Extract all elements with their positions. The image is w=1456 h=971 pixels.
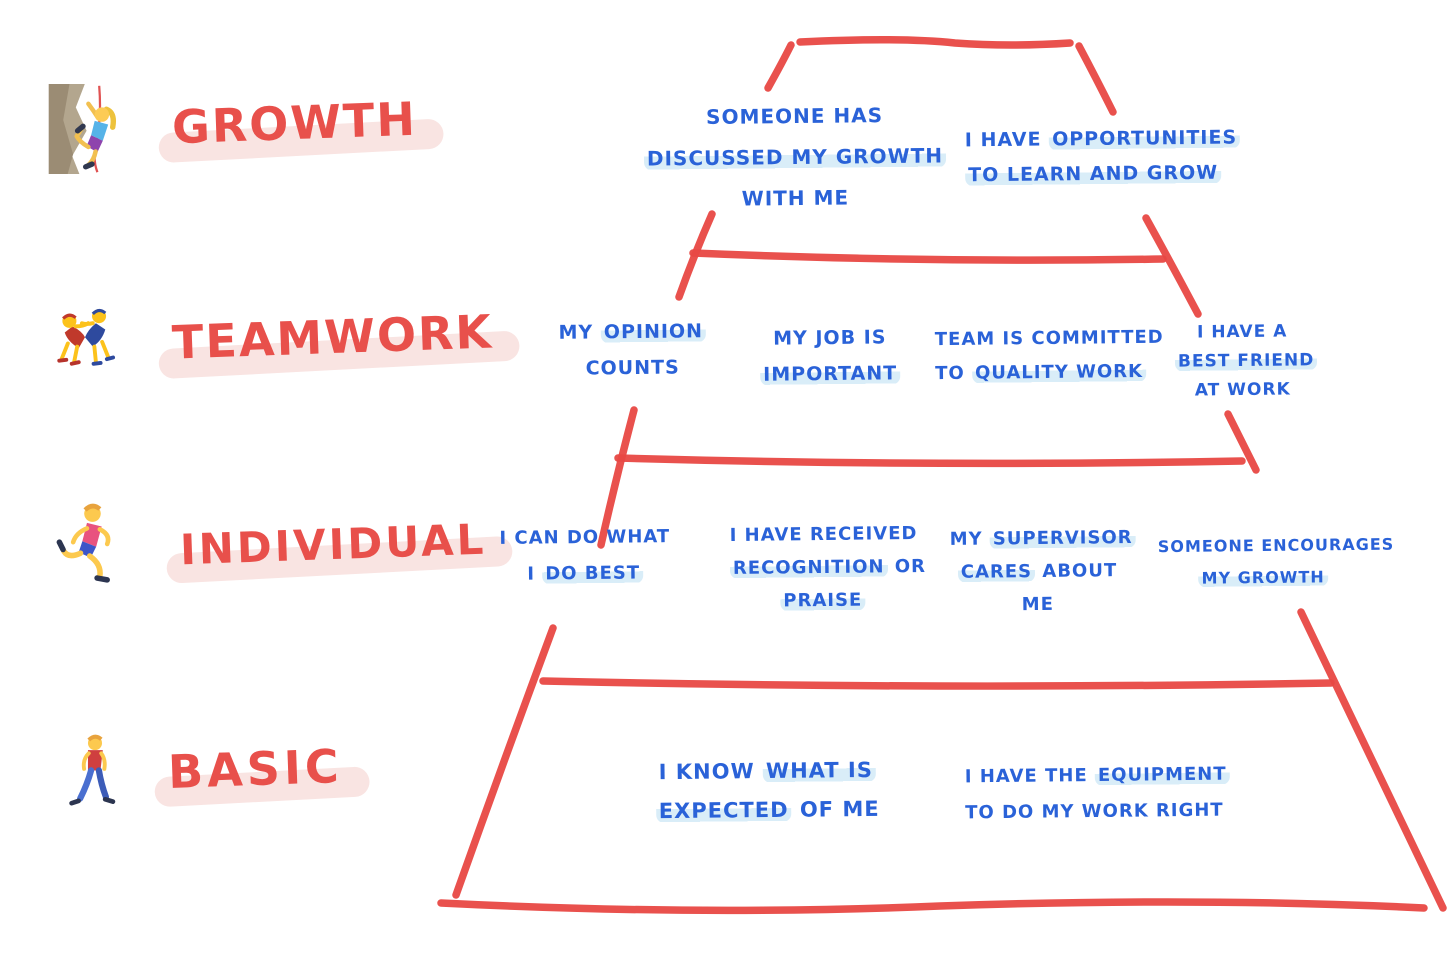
statement-text-segment: I HAVE A — [1196, 321, 1288, 343]
statement-text-segment: I — [527, 563, 543, 585]
statement-text-segment: CARES — [957, 561, 1036, 583]
level-label-individual: INDIVIDUAL — [165, 515, 514, 584]
statement-text-segment: AT WORK — [1194, 379, 1291, 401]
statement-basic-equipment: I HAVE THE EQUIPMENT TO DO MY WORK RIGHT — [964, 757, 1230, 832]
pyramid-left-edge-teamwork — [675, 210, 716, 301]
statement-text-segment: MY — [558, 321, 601, 344]
statement-teamwork-opinion: MY OPINION COUNTS — [555, 313, 711, 387]
statement-text-segment: SOMEONE ENCOURAGES — [1157, 534, 1395, 557]
statement-text-segment: OPPORTUNITIES — [1049, 126, 1241, 151]
statement-text-segment: SUPERVISOR — [989, 526, 1136, 550]
statement-text-segment: DISCUSSED MY GROWTH — [643, 143, 947, 171]
statement-text-segment: I CAN DO WHAT — [499, 526, 671, 549]
level-divider-growth-teamwork — [689, 249, 1167, 264]
statement-text-segment: BEST FRIEND — [1174, 350, 1318, 372]
statement-text-segment: I KNOW — [658, 759, 764, 785]
level-divider-teamwork-individual — [614, 454, 1246, 468]
statement-teamwork-quality: TEAM IS COMMITTED TO QUALITY WORK — [935, 321, 1164, 391]
statement-text-segment: I HAVE THE — [964, 764, 1096, 788]
statement-text-segment: ME — [1021, 593, 1055, 616]
statement-text-segment: RECOGNITION — [729, 556, 888, 579]
statement-text-segment: SOMEONE HAS — [705, 103, 884, 129]
statement-text-segment: TEAM IS COMMITTED — [934, 326, 1164, 351]
level-label-basic: BASIC — [153, 739, 370, 808]
statement-text-segment: I HAVE — [964, 128, 1050, 152]
man-running-icon — [56, 503, 111, 583]
statement-text-segment: I HAVE RECEIVED — [729, 523, 918, 546]
statement-teamwork-job-important: MY JOB IS IMPORTANT — [755, 319, 906, 393]
level-divider-individual-basic — [539, 677, 1335, 690]
pyramid-right-edge-individual — [1224, 410, 1260, 474]
level-label-growth: GROWTH — [158, 92, 445, 164]
statement-individual-encourages: SOMEONE ENCOURAGES MY GROWTH — [1158, 529, 1394, 595]
pyramid-right-edge-teamwork — [1142, 214, 1202, 318]
statement-text-segment: QUALITY WORK — [971, 360, 1147, 384]
statement-text-segment: OF ME — [791, 796, 880, 822]
statement-text-segment: WITH ME — [741, 185, 850, 211]
statement-individual-recognition: I HAVE RECEIVED RECOGNITION OR PRAISE — [729, 517, 926, 618]
statement-growth-discussed: SOMEONE HAS DISCUSSED MY GROWTH WITH ME — [639, 94, 950, 220]
statement-text-segment: WHAT IS — [762, 757, 877, 784]
statement-individual-supervisor: MY SUPERVISOR CARES ABOUT ME — [949, 521, 1136, 622]
statement-basic-expectations: I KNOW WHAT IS EXPECTED OF ME — [650, 751, 886, 831]
pyramid-left-edge-individual — [597, 406, 638, 549]
statement-text-segment: ABOUT — [1034, 560, 1118, 583]
woman-climbing-icon — [48, 84, 117, 174]
statement-text-segment: OR — [887, 555, 927, 578]
statement-teamwork-best-friend: I HAVE A BEST FRIEND AT WORK — [1174, 317, 1318, 405]
statement-text-segment: TO — [935, 362, 973, 385]
level-label-teamwork: TEAMWORK — [158, 304, 521, 380]
pyramid-left-edge-basic — [452, 624, 557, 899]
statement-text-segment: EQUIPMENT — [1094, 763, 1230, 786]
pyramid-right-edge-basic — [1297, 608, 1447, 912]
pyramid-base-edge — [437, 898, 1428, 915]
statement-text-segment: MY — [949, 528, 990, 550]
statement-text-segment: OPINION — [600, 320, 707, 344]
man-walking-icon — [69, 734, 116, 806]
statement-individual-do-best: I CAN DO WHAT I DO BEST — [495, 519, 676, 593]
statement-text-segment: COUNTS — [585, 356, 680, 380]
statement-text-segment: EXPECTED — [655, 797, 792, 824]
pyramid-top-edge — [796, 35, 1074, 49]
statement-text-segment: DO BEST — [542, 562, 644, 585]
statement-text-segment: MY GROWTH — [1198, 567, 1328, 588]
pyramid-left-edge-growth — [764, 41, 795, 92]
pyramid-right-edge-growth — [1075, 42, 1117, 116]
statement-text-segment: PRAISE — [780, 589, 866, 612]
statement-text-segment: IMPORTANT — [760, 362, 901, 386]
statement-text-segment: TO LEARN AND GROW — [965, 161, 1222, 187]
statement-text-segment: MY JOB IS — [773, 326, 887, 350]
statement-text-segment: TO DO MY WORK RIGHT — [965, 799, 1224, 824]
wrestlers-icon — [57, 308, 116, 366]
statement-growth-opportunities: I HAVE OPPORTUNITIES TO LEARN AND GROW — [964, 121, 1241, 194]
